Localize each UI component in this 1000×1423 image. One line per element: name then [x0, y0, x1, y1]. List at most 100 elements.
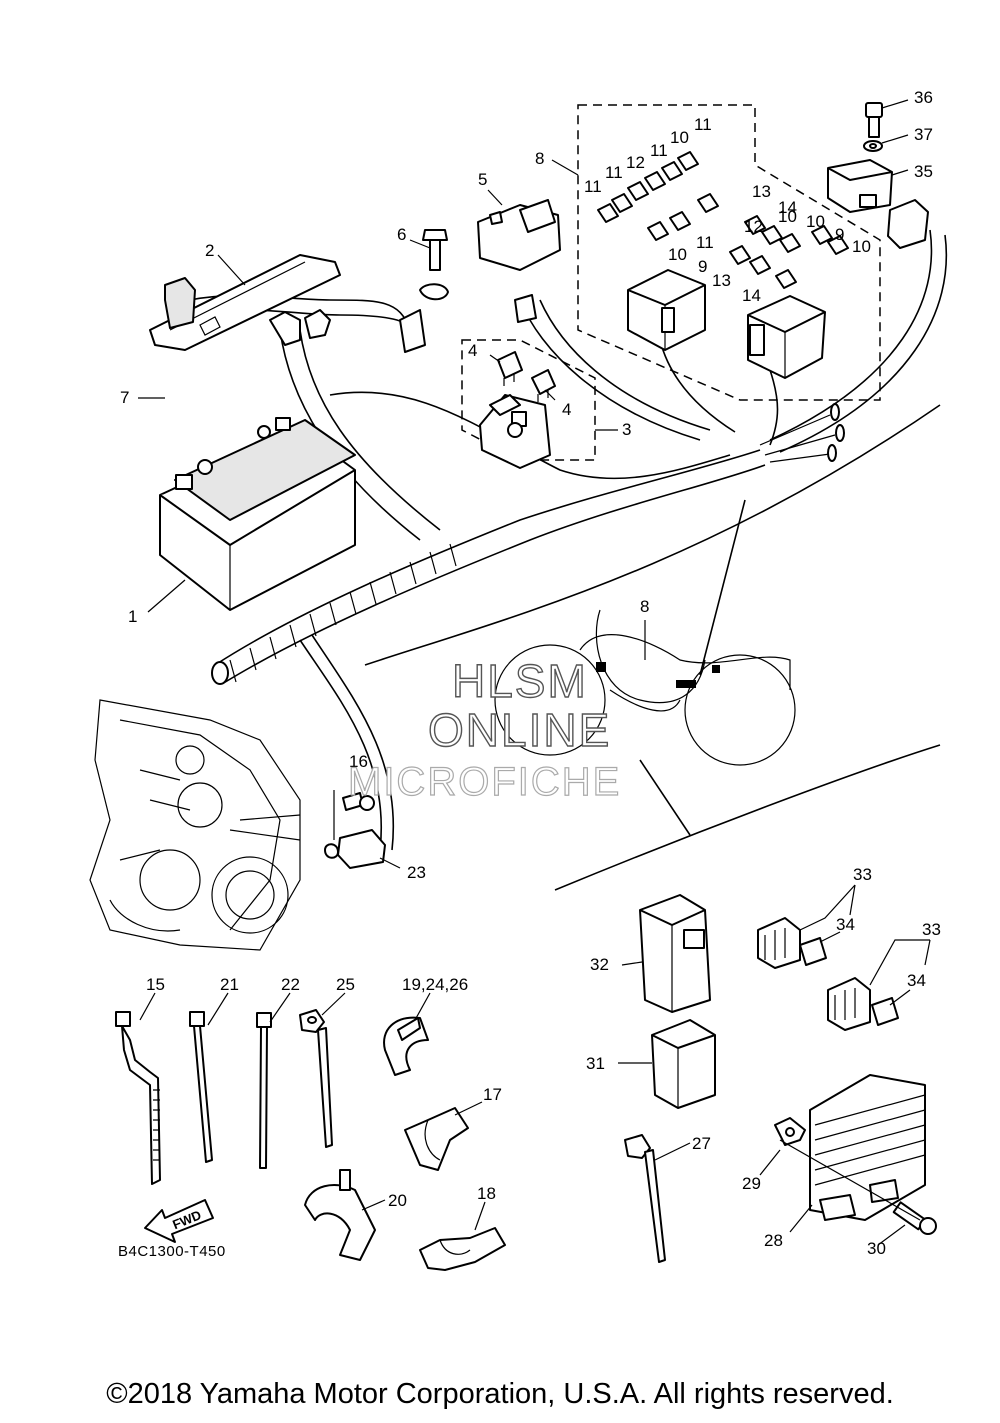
starter-relay-group	[461, 339, 596, 461]
callout-13a: 13	[752, 182, 771, 201]
callout-10a: 10	[670, 128, 689, 147]
sensor-35	[827, 159, 893, 213]
callout-11e: 11	[696, 233, 714, 252]
callout-2: 2	[205, 241, 214, 260]
fuse-holder-left	[627, 269, 706, 351]
bracket-29	[774, 1117, 806, 1146]
callout-19-24-26: 19,24,26	[402, 975, 468, 994]
starter-relay	[479, 394, 551, 469]
cable-tie-27	[624, 1134, 666, 1263]
bolt-6	[399, 229, 449, 353]
callout-20: 20	[388, 1191, 407, 1210]
callout-11c: 11	[650, 141, 668, 160]
watermark-line-3: MICROFICHE	[348, 760, 621, 804]
relay-32	[639, 894, 711, 1013]
drawing-code: B4C1300-T450	[118, 1243, 226, 1260]
battery	[159, 417, 356, 611]
callout-10e: 10	[778, 207, 797, 226]
battery-band	[149, 254, 341, 351]
callout-10c: 10	[806, 212, 825, 231]
callout-29: 29	[742, 1174, 761, 1193]
motorcycle-outline	[494, 609, 796, 766]
callout-4b: 4	[562, 400, 571, 419]
coupler-33-a	[757, 917, 801, 969]
callout-34b: 34	[907, 971, 926, 990]
relay-31	[651, 1019, 716, 1109]
callout-14a: 14	[778, 198, 797, 217]
callout-32: 32	[590, 955, 609, 974]
callout-34a: 34	[836, 915, 855, 934]
fuses	[597, 151, 849, 289]
callout-37: 37	[914, 125, 933, 144]
callout-5: 5	[478, 170, 487, 189]
callout-8-fusebox: 8	[535, 149, 544, 168]
callout-12a: 12	[626, 153, 645, 172]
callout-36: 36	[914, 88, 933, 107]
fuse-4-b	[531, 369, 556, 402]
callout-lines-top	[138, 99, 909, 613]
cable-tie-15	[115, 1011, 161, 1185]
bolt-16	[342, 792, 375, 811]
fuse-4-a	[497, 351, 523, 386]
callout-35: 35	[914, 162, 933, 181]
callout-11d: 11	[694, 115, 712, 134]
callout-16: 16	[349, 752, 368, 771]
callout-33b: 33	[922, 920, 941, 939]
relay-5	[477, 199, 561, 323]
connector-35	[887, 199, 929, 249]
sensor-23	[324, 790, 386, 869]
cable-tie-25	[299, 1009, 333, 1148]
clamp-19-24-26	[383, 1016, 429, 1076]
fuse-box-group	[577, 104, 881, 401]
engine-sketch	[89, 699, 301, 951]
fuse-holder-right	[747, 295, 826, 379]
callout-3: 3	[622, 420, 631, 439]
callout-6: 6	[397, 225, 406, 244]
callout-21: 21	[220, 975, 239, 994]
cover-34-b	[871, 997, 899, 1026]
callout-22: 22	[281, 975, 300, 994]
copyright-notice: ©2018 Yamaha Motor Corporation, U.S.A. A…	[106, 1378, 894, 1410]
callout-11a: 11	[584, 177, 602, 196]
callout-30: 30	[867, 1239, 886, 1258]
bottom-divider	[554, 744, 941, 891]
callout-25: 25	[336, 975, 355, 994]
callout-9a: 9	[698, 257, 707, 276]
callout-lines-bottom-right	[618, 884, 931, 1246]
watermark: HLSM ONLINE MICROFICHE	[347, 654, 621, 804]
callout-7: 7	[120, 388, 129, 407]
terminal-cover	[164, 277, 196, 329]
callout-9b: 9	[835, 225, 844, 244]
callout-28: 28	[764, 1231, 783, 1250]
coupler-33-b	[827, 977, 871, 1031]
cable-tie-22	[256, 1012, 272, 1169]
cover-34-a	[799, 937, 827, 966]
callout-18: 18	[477, 1184, 496, 1203]
callout-33a: 33	[853, 865, 872, 884]
callout-13b: 13	[712, 271, 731, 290]
callout-15: 15	[146, 975, 165, 994]
callout-31: 31	[586, 1054, 605, 1073]
bolt-36	[865, 102, 883, 138]
callout-14b: 14	[742, 286, 761, 305]
callout-17: 17	[483, 1085, 502, 1104]
watermark-line-1: HLSM	[452, 655, 588, 707]
callout-12b: 12	[744, 217, 763, 236]
callout-23: 23	[407, 863, 426, 882]
callout-10b: 10	[668, 245, 687, 264]
callout-numbers: 1 2 3 4 4 5 6 7 8 8 9 9 10 10 10 10 10 1…	[120, 88, 941, 1258]
spiral-wrap	[229, 543, 457, 683]
clamp-18	[419, 1227, 506, 1271]
fwd-arrow: FWD	[144, 1199, 214, 1243]
callout-10d: 10	[852, 237, 871, 256]
callout-27: 27	[692, 1134, 711, 1153]
callout-11b: 11	[605, 163, 623, 182]
rectifier-regulator-28	[809, 1074, 926, 1221]
callout-1: 1	[128, 607, 137, 626]
watermark-line-2: ONLINE	[428, 704, 611, 756]
clamp-17	[404, 1107, 469, 1171]
callout-lines-bottom-left	[139, 992, 486, 1231]
callout-8-location: 8	[640, 597, 649, 616]
top-divider	[364, 404, 941, 666]
